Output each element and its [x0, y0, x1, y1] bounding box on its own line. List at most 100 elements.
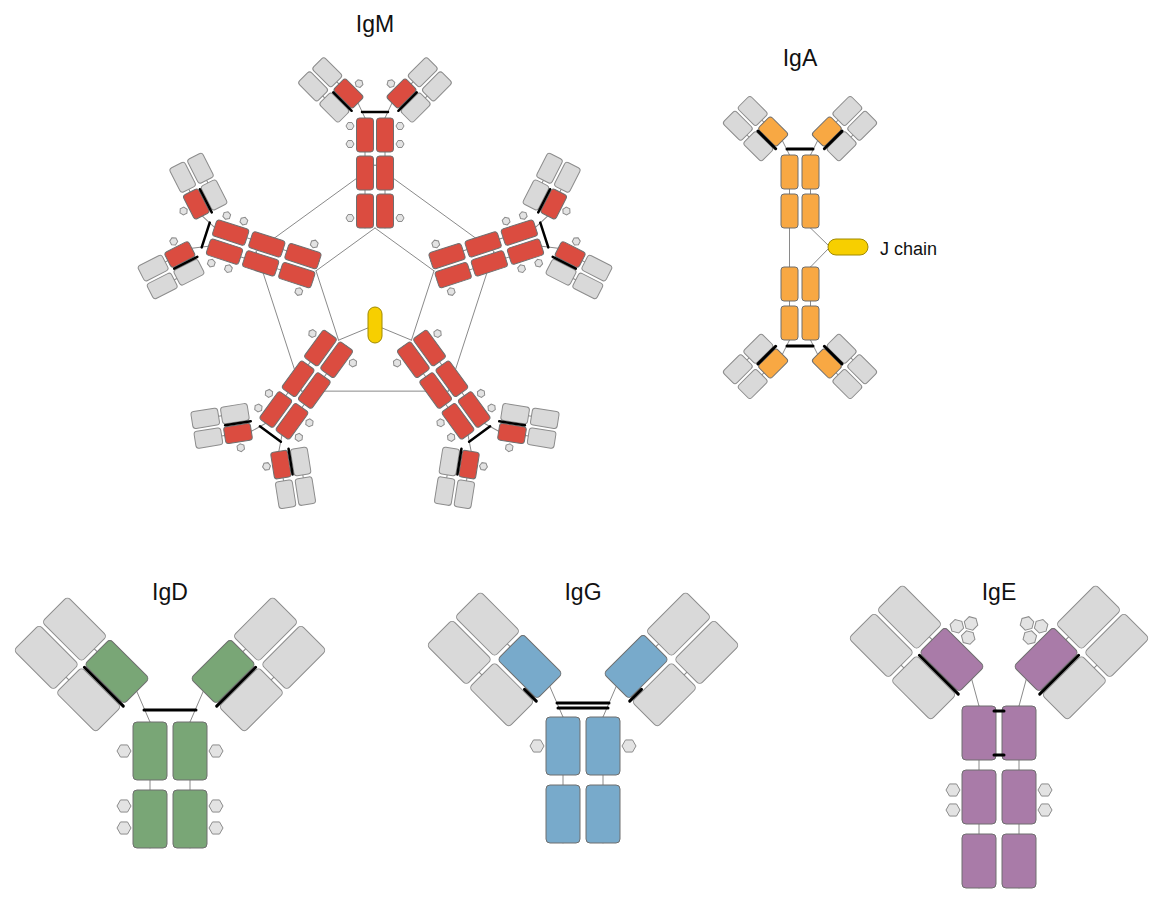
disulfide-bond [217, 667, 256, 706]
constant-domain [802, 155, 819, 189]
constant-domain [133, 722, 167, 780]
heavy-light-pair [849, 565, 1005, 888]
variable-heavy-domain [527, 428, 556, 449]
glycan-hexagon [386, 78, 397, 89]
disulfide-bond [398, 92, 416, 110]
fab-arm [14, 597, 150, 733]
disulfide-bond [553, 257, 576, 269]
disulfide-bond [558, 707, 608, 710]
glycan-hexagon [1032, 617, 1050, 635]
heavy-light-pair [413, 295, 579, 484]
isotype-title: IgD [152, 579, 188, 605]
disulfide-bond [289, 449, 293, 475]
constant-domain [357, 156, 374, 190]
fab-arm [191, 403, 256, 458]
glycan-hexagon [1038, 804, 1052, 816]
domain-link [1094, 665, 1097, 668]
label-slot: IgG [564, 579, 601, 606]
glycan-hexagon [346, 215, 354, 222]
fab-arm [522, 152, 590, 225]
light-variable-domain [536, 152, 563, 184]
disulfide-bond [362, 111, 388, 114]
antibody-monomer [122, 142, 340, 344]
constant-domain [781, 155, 798, 189]
domain-link [271, 677, 274, 680]
disulfide-bond [824, 346, 842, 364]
domain-link [243, 649, 246, 652]
constant-domain [434, 262, 472, 289]
light-constant-domain [743, 131, 774, 162]
glycan-hexagon [222, 211, 231, 221]
fab-arm [133, 231, 206, 299]
constant-domain [281, 360, 315, 397]
constant-domain [802, 267, 819, 301]
fab-arm [427, 592, 563, 728]
glycan-hexagon [178, 206, 188, 216]
glycan-hexagon [224, 264, 233, 274]
disulfide-bond [1040, 655, 1079, 694]
domain-link [684, 672, 687, 675]
part-label: J chain [880, 239, 937, 259]
hinge-line [137, 691, 150, 722]
light-variable-domain [847, 354, 878, 385]
disulfide-bond [144, 709, 196, 712]
glycan-hexagon [447, 287, 456, 297]
glycan-hexagon [505, 443, 513, 452]
glycan-hexagon [237, 443, 245, 452]
label-slot: IgM [356, 11, 394, 38]
light-constant-domain [743, 333, 774, 364]
constant-domain [1002, 706, 1036, 760]
glycan-hexagon [117, 800, 131, 812]
disulfide-bond [469, 426, 490, 441]
hinge-line [385, 103, 392, 118]
constant-domain [441, 403, 475, 440]
fab-arm [811, 332, 878, 399]
glycan-hexagon [346, 141, 354, 148]
fab-arm [190, 597, 326, 733]
light-variable-domain [674, 620, 739, 685]
domain-link [929, 637, 932, 640]
disulfide-bond [225, 421, 251, 425]
antibody-monomer [14, 597, 327, 848]
disulfide-bond [557, 702, 609, 705]
glycan-hexagon [476, 388, 487, 398]
j-chain [368, 307, 382, 343]
fab-arm [993, 565, 1149, 721]
isotype-title: IgE [982, 579, 1017, 605]
constant-domain [546, 785, 580, 843]
hinge-line [192, 242, 208, 253]
glycan-hexagon [446, 432, 457, 442]
constant-domain [248, 231, 286, 258]
light-variable-domain [572, 272, 604, 299]
glycan-hexagon [1018, 614, 1036, 632]
constant-domain [781, 267, 798, 301]
antibody-monomer [410, 142, 628, 344]
domain-link [901, 665, 904, 668]
constant-domain [962, 834, 996, 888]
antibody-monomer [349, 295, 579, 530]
light-variable-domain [434, 476, 455, 505]
domain-link [66, 677, 69, 680]
light-constant-domain [400, 92, 431, 123]
constant-domain [1002, 770, 1036, 824]
heavy-light-pair [122, 217, 315, 344]
heavy-light-pair [14, 597, 167, 848]
fab-arm [434, 446, 489, 511]
light-variable-domain [261, 625, 326, 690]
constant-domain [377, 156, 394, 190]
heavy-light-pair [173, 597, 326, 848]
hinge-line [972, 679, 979, 706]
fab-arm [495, 403, 560, 458]
glycan-hexagon [117, 745, 131, 757]
variable-heavy-domain [454, 480, 475, 509]
disulfide-bond [630, 689, 642, 701]
glycan-hexagon [307, 328, 318, 338]
disulfide-bond [174, 257, 197, 269]
glycan-hexagon [622, 740, 636, 752]
disulfide-bond [333, 92, 351, 110]
light-constant-domain [319, 92, 350, 123]
light-variable-domain [427, 620, 492, 685]
light-variable-domain [146, 272, 178, 299]
glycan-hexagon [396, 141, 404, 148]
